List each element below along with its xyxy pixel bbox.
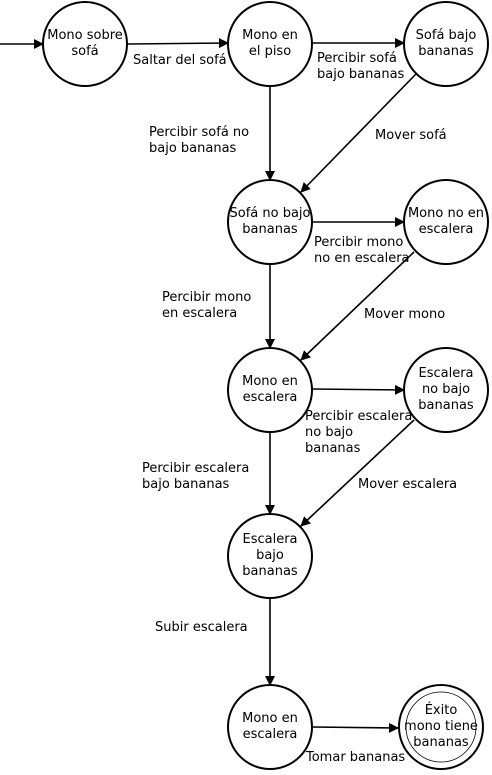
transition-label-percibir-mono-no-en-escalera: Percibir mono no en escalera — [314, 235, 410, 266]
transition-arrow-s1-s2 — [127, 38, 229, 49]
transition-label-percibir-sofa-no-bajo-bananas: Percibir sofá no bajo bananas — [149, 125, 250, 156]
transition-arrow-s9-s10 — [311, 722, 399, 733]
transition-label-percibir-sofa-bajo-bananas: Percibir sofá bajo bananas — [317, 51, 405, 82]
state-label-s5: Mono no en escalera — [407, 206, 485, 237]
transition-arrow-s6-s7 — [311, 384, 405, 395]
state-node-s5 — [403, 179, 489, 265]
transition-label-percibir-escalera-no-bajo-bananas: Percibir escalera no bajo bananas — [305, 409, 413, 456]
state-label-s7: Escalera no bajo bananas — [418, 366, 474, 413]
transition-label-percibir-escalera-bajo-bananas: Percibir escalera bajo bananas — [142, 461, 250, 492]
transition-arrow-s5-s6 — [300, 251, 415, 361]
transition-arrow-s3-s4 — [300, 73, 417, 193]
state-label-s2: Mono en el piso — [242, 28, 298, 59]
transition-label-percibir-mono-en-escalera: Percibir mono en escalera — [162, 290, 252, 321]
transition-label-saltar-del-sofa: Saltar del sofá — [133, 53, 227, 68]
state-label-s8: Escalera bajo bananas — [242, 532, 298, 579]
state-node-s4 — [227, 179, 313, 265]
state-node-s7 — [403, 347, 489, 433]
state-label-s6: Mono en escalera — [242, 374, 298, 405]
state-label-s3: Sofá bajo bananas — [415, 28, 477, 59]
state-node-s9 — [227, 684, 313, 770]
transition-label-tomar-bananas: Tomar bananas — [306, 750, 406, 765]
state-node-s8 — [227, 513, 313, 599]
state-node-s3 — [403, 1, 489, 87]
transition-arrow-s7-s8 — [300, 419, 415, 527]
state-label-s9: Mono en escalera — [242, 711, 298, 742]
transition-label-mover-mono: Mover mono — [364, 307, 446, 322]
state-node-s2 — [227, 1, 313, 87]
state-node-s6 — [227, 347, 313, 433]
state-node-s1 — [42, 1, 128, 87]
transition-label-mover-escalera: Mover escalera — [358, 477, 458, 492]
state-label-s1: Mono sobre sofá — [47, 28, 123, 59]
final-state-inner-ring — [405, 691, 477, 763]
state-label-s10: Éxito mono tiene bananas — [404, 703, 478, 750]
transition-label-mover-sofa: Mover sofá — [375, 128, 447, 143]
state-label-s4: Sofá no bajo bananas — [229, 206, 311, 237]
transition-label-subir-escalera: Subir escalera — [155, 620, 248, 635]
state-node-s10 — [398, 684, 484, 770]
